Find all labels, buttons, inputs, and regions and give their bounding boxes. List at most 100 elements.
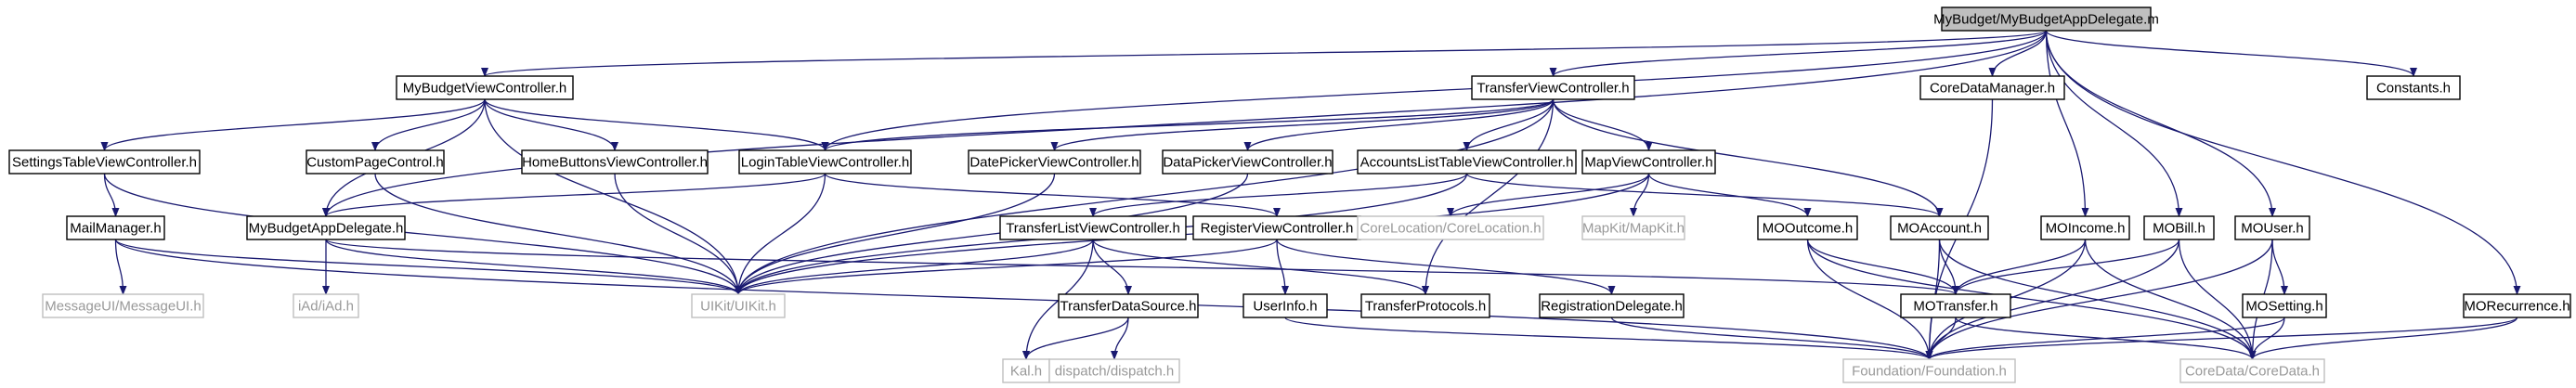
node-tds[interactable]: TransferDataSource.h — [1058, 293, 1199, 318]
node-moinc[interactable]: MOIncome.h — [2040, 215, 2130, 240]
edge-dpvc2-to-uikit — [735, 173, 1249, 295]
node-box — [1192, 215, 1361, 240]
edge-mbad-to-motr — [325, 239, 1959, 295]
edge-ltvc-to-rvc — [824, 173, 1281, 217]
node-altvc[interactable]: AccountsListTableViewController.h — [1357, 149, 1577, 175]
node-label: CoreData/CoreData.h — [2185, 364, 2320, 380]
edge-mapvc-to-cl — [1447, 173, 1650, 217]
node-label: CustomPageControl.h — [306, 155, 444, 171]
node-label: CoreDataManager.h — [1930, 81, 2055, 97]
edge-tvc-to-ltvc — [821, 98, 1555, 151]
edge-hbvc-to-uikit — [614, 173, 742, 295]
node-ui[interactable]: UserInfo.h — [1242, 293, 1328, 318]
node-box — [2143, 215, 2215, 240]
node-box — [1900, 293, 2011, 318]
node-box — [1357, 149, 1577, 175]
node-box — [1360, 293, 1490, 318]
edge-mapvc-to-mk — [1630, 173, 1650, 217]
edge-stvc-to-uikit — [103, 173, 742, 295]
node-tvc[interactable]: TransferViewController.h — [1471, 75, 1635, 100]
node-moout[interactable]: MOOutcome.h — [1757, 215, 1858, 240]
node-label: MOOutcome.h — [1763, 221, 1854, 237]
node-box — [1581, 215, 1685, 240]
node-tlvc[interactable]: TransferListViewController.h — [999, 215, 1187, 240]
node-moset[interactable]: MOSetting.h — [2242, 293, 2327, 318]
edge-moout-to-found — [1806, 239, 1933, 360]
node-box — [293, 293, 359, 318]
edge-tds-to-disp — [1111, 317, 1129, 360]
edge-morec-to-found — [1925, 317, 2518, 360]
edge-tvc-to-dpvc2 — [1243, 98, 1555, 151]
node-label: iAd/iAd.h — [298, 299, 354, 315]
node-const[interactable]: Constants.h — [2366, 75, 2461, 100]
node-mapvc[interactable]: MapViewController.h — [1581, 149, 1716, 175]
node-label: MORecurrence.h — [2464, 299, 2569, 315]
node-label: TransferDataSource.h — [1060, 299, 1196, 315]
node-box — [66, 215, 165, 240]
node-box — [1162, 149, 1334, 175]
node-cpc[interactable]: CustomPageControl.h — [306, 149, 445, 175]
node-mbad[interactable]: MyBudgetAppDelegate.h — [246, 215, 406, 240]
node-label: UIKit/UIKit.h — [700, 299, 776, 315]
node-cdm[interactable]: CoreDataManager.h — [1919, 75, 2065, 100]
node-motr[interactable]: MOTransfer.h — [1900, 293, 2011, 318]
node-hbvc[interactable]: HomeButtonsViewController.h — [521, 149, 709, 175]
node-box — [738, 149, 912, 175]
node-box — [2040, 215, 2130, 240]
edge-mbvc-to-hbvc — [484, 98, 618, 151]
node-label: LoginTableViewController.h — [741, 155, 910, 171]
node-tp[interactable]: TransferProtocols.h — [1360, 293, 1490, 318]
node-label: Foundation/Foundation.h — [1852, 364, 2007, 380]
node-dpvc2[interactable]: DataPickerViewController.h — [1162, 149, 1334, 175]
node-box — [396, 75, 574, 100]
node-label: MOTransfer.h — [1913, 299, 1997, 315]
node-box — [2366, 75, 2461, 100]
edge-mm-to-mui — [114, 239, 127, 295]
edge-tvc-to-moacc — [1552, 98, 1944, 217]
edge-mobill-to-motr — [1952, 239, 2180, 295]
node-mobill[interactable]: MOBill.h — [2143, 215, 2215, 240]
node-kal: Kal.h — [1002, 358, 1050, 383]
node-label: AccountsListTableViewController.h — [1360, 155, 1574, 171]
node-box — [691, 293, 786, 318]
node-rvc[interactable]: RegisterViewController.h — [1192, 215, 1361, 240]
node-box — [1842, 358, 2016, 383]
node-box — [2463, 293, 2571, 318]
edge-tvc-to-uikit — [735, 98, 1555, 295]
node-box — [2234, 215, 2310, 240]
node-box — [42, 293, 204, 318]
edge-root-to-mbad — [322, 30, 2048, 217]
node-stvc[interactable]: SettingsTableViewController.h — [8, 149, 201, 175]
node-moacc[interactable]: MOAccount.h — [1890, 215, 1989, 240]
node-rd[interactable]: RegistrationDelegate.h — [1539, 293, 1685, 318]
node-mui: MessageUI/MessageUI.h — [42, 293, 204, 318]
edge-cpc-to-uikit — [374, 173, 742, 295]
node-box — [306, 149, 445, 175]
node-label: MyBudgetViewController.h — [403, 81, 566, 97]
node-mouser[interactable]: MOUser.h — [2234, 215, 2310, 240]
edge-root-to-tvc — [1549, 30, 2048, 77]
node-label: MapViewController.h — [1584, 155, 1712, 171]
edge-rvc-to-ui — [1276, 239, 1289, 295]
node-morec[interactable]: MORecurrence.h — [2463, 293, 2571, 318]
edge-tvc-to-mapvc — [1552, 98, 1653, 151]
edge-dpvc1-to-uikit — [735, 173, 1056, 295]
node-box — [1941, 6, 2152, 32]
node-dpvc1[interactable]: DatePickerViewController.h — [968, 149, 1141, 175]
edge-rvc-to-rd — [1276, 239, 1616, 295]
node-box — [1002, 358, 1050, 383]
node-box — [1919, 75, 2065, 100]
node-mbvc[interactable]: MyBudgetViewController.h — [396, 75, 574, 100]
node-ltvc[interactable]: LoginTableViewController.h — [738, 149, 912, 175]
node-label: MOBill.h — [2153, 221, 2205, 237]
node-iad: iAd/iAd.h — [293, 293, 359, 318]
edge-root-to-mouser — [2045, 30, 2276, 217]
node-box — [999, 215, 1187, 240]
node-mm[interactable]: MailManager.h — [66, 215, 165, 240]
node-box — [1757, 215, 1858, 240]
node-label: RegistrationDelegate.h — [1541, 299, 1683, 315]
edge-moset-to-cd — [2248, 317, 2285, 360]
node-label: RegisterViewController.h — [1201, 221, 1354, 237]
node-box — [1471, 75, 1635, 100]
node-label: DataPickerViewController.h — [1163, 155, 1332, 171]
